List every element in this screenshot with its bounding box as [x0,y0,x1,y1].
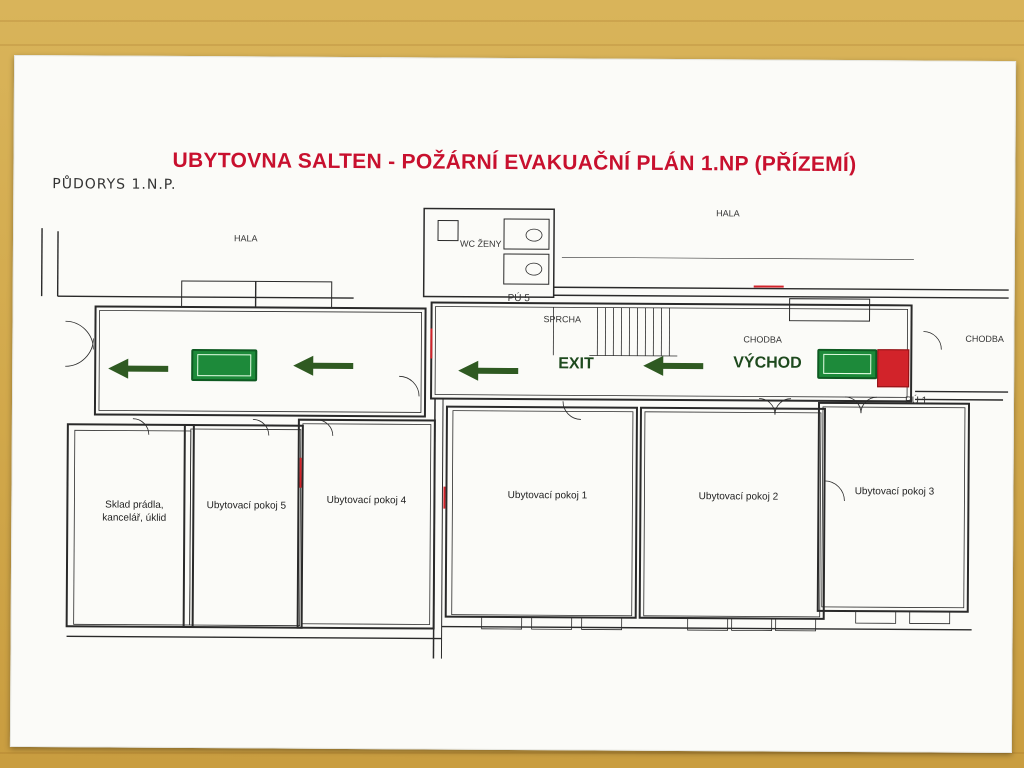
emergency-exit-sign-icon [191,349,258,382]
hala-right-label: HALA [716,208,740,219]
chodba-right-label: CHODBA [965,333,1004,344]
room-pokoj-2: Ubytovací pokoj 2 [698,491,779,503]
emergency-exit-sign-icon [817,348,878,380]
room-pokoj-5: Ubytovací pokoj 5 [206,500,287,512]
room-pokoj-1: Ubytovací pokoj 1 [507,489,588,502]
pu5-label: PÚ 5 [507,292,530,305]
chodba-center-label: CHODBA [743,334,782,345]
sprcha-label: SPRCHA [543,314,582,325]
room-sklad: Sklad prádla, kancelář, úklid [102,499,167,524]
vychod-label: VÝCHOD [733,354,802,372]
pu1-label: PÚ 1 [904,395,928,407]
fire-extinguisher-icon [877,349,910,388]
wc-zeny-label: WC ŽENY [459,238,502,249]
room-pokoj-4: Ubytovací pokoj 4 [326,494,407,507]
hala-left-label: HALA [233,233,258,244]
floor-plan-drawing [40,207,1009,659]
room-pokoj-3: Ubytovací pokoj 3 [854,486,935,498]
evacuation-plan-sheet: UBYTOVNA SALTEN - POŽÁRNÍ EVAKUAČNÍ PLÁN… [9,54,1017,754]
evacuation-arrows [108,355,704,381]
exit-label: EXIT [558,355,594,373]
